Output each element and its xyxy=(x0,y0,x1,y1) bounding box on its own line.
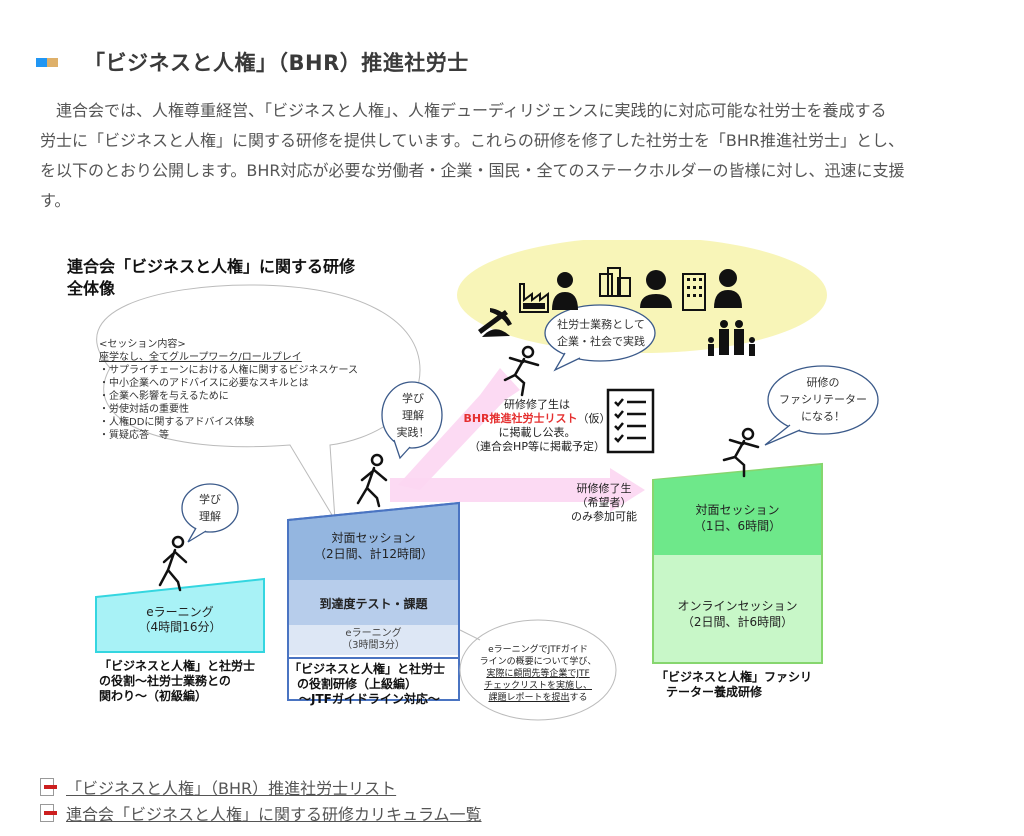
bubble-society xyxy=(544,304,656,372)
session-subheading: 座学なし、全てグループワーク/ロールプレイ xyxy=(99,352,302,363)
beginner-caption: 「ビジネスと人権」と社労士の役割～社労士業務との関わり～（初級編） xyxy=(99,659,256,703)
facilitator-session-text: 対面セッション（1日、6時間） xyxy=(693,503,782,533)
woman-icon xyxy=(714,269,742,308)
pdf-document-icon xyxy=(40,778,57,796)
mark-blue xyxy=(36,57,47,67)
headset-person-icon xyxy=(640,270,672,308)
beginner-box-text: eラーニング（4時間16分） xyxy=(138,605,222,634)
mark-gold xyxy=(47,57,58,67)
arrow-to-facilitator xyxy=(390,468,645,512)
bubble-society-text: 社労士業務として企業・社会で実践 xyxy=(557,318,645,348)
advanced-caption: 「ビジネスと人権」と社労士 の役割研修（上級編） ～JTFガイドライン対応～ xyxy=(289,662,446,706)
session-heading: <セッション内容> xyxy=(99,339,186,350)
arrow-to-society xyxy=(398,368,520,490)
pdf-document-icon xyxy=(40,804,57,822)
list-note-line: 研修修了生は xyxy=(504,398,570,411)
elearning-band-spacer xyxy=(289,655,458,699)
facilitator-session-band xyxy=(654,465,821,555)
join-note: 研修修了生（希望者）のみ参加可能 xyxy=(571,482,637,523)
list-note: 研修修了生は BHR推進社労士リスト（仮） に掲載し公表。 （連合会HP等に掲載… xyxy=(462,398,612,454)
factory-icon xyxy=(519,283,549,313)
facilitator-caption: 「ビジネスと人権」ファシリ テーター養成研修 xyxy=(656,670,813,699)
session-item: ・サプライチェーンにおける人権に関するビジネスケース xyxy=(99,365,358,376)
session-content: <セッション内容> 座学なし、全てグループワーク/ロールプレイ ・サプライチェー… xyxy=(99,338,358,442)
intro-line: を以下のとおり公開します。BHR対応が必要な労働者・企業・国民・全てのステークホ… xyxy=(40,161,905,180)
elearning-note-bubble xyxy=(459,619,617,721)
office-building-icon xyxy=(682,273,706,311)
pickaxe-icon xyxy=(478,308,512,337)
buildings-icon xyxy=(599,267,631,297)
beginner-box xyxy=(95,577,265,653)
intro-paragraph: 連合会では、人権尊重経営、「ビジネスと人権」、人権デューディリジェンスに実践的に… xyxy=(40,96,1024,216)
link-item: 「ビジネスと人権」（BHR）推進社労士リスト xyxy=(40,774,482,800)
runner-icon xyxy=(503,345,540,397)
bubble-learn xyxy=(181,483,239,543)
elearning-note: eラーニングでJTFガイド ラインの概要について学び、 実際に顧問先等企業でJT… xyxy=(479,645,597,703)
checklist-icon xyxy=(606,388,655,454)
advanced-elearning-text: eラーニング（3時間3分） xyxy=(342,628,405,651)
advanced-box-border xyxy=(287,501,460,659)
bubble-learn-text: 学び理解 xyxy=(199,493,221,523)
intro-line: す。 xyxy=(40,191,71,210)
family-icon xyxy=(708,320,755,356)
walker-icon xyxy=(356,453,388,508)
session-item: ・質疑応答 等 xyxy=(99,430,169,441)
runner-icon xyxy=(722,427,760,478)
training-overview-figure: 連合会「ビジネスと人権」に関する研修 全体像 <セッション内容> 座学なし、全て… xyxy=(0,240,1024,740)
section-heading: 「ビジネスと人権」（BHR）推進社労士 xyxy=(36,47,469,77)
list-note-line: に掲載し公表。 xyxy=(498,426,576,439)
bhr-list-link[interactable]: 「ビジネスと人権」（BHR）推進社労士リスト xyxy=(66,779,397,798)
list-note-suffix: （仮） xyxy=(577,412,611,425)
bubble-practice xyxy=(381,381,443,460)
intro-line: 労士に「ビジネスと人権」に関する研修を提供しています。これらの研修を修了した社労… xyxy=(40,131,905,150)
elearning-note-tail xyxy=(459,629,481,641)
heading-mark-icon xyxy=(36,57,58,67)
test-band xyxy=(289,580,458,625)
walker-icon xyxy=(158,535,188,592)
figure-title-line: 連合会「ビジネスと人権」に関する研修 xyxy=(67,257,356,276)
session-content-bubble xyxy=(96,284,421,521)
figure-title: 連合会「ビジネスと人権」に関する研修 全体像 xyxy=(67,256,355,300)
session-item: ・労使対話の重要性 xyxy=(99,404,189,415)
bubble-facilitator-text: 研修のファシリテーターになる！ xyxy=(779,376,867,423)
session-item: ・人権DDに関するアドバイス体験 xyxy=(99,417,255,428)
bubble-practice-text: 学び理解実践！ xyxy=(396,392,430,439)
session-item: ・企業へ影響を与えるために xyxy=(99,391,229,402)
session-item: ・中小企業へのアドバイスに必要なスキルとは xyxy=(99,378,309,389)
curriculum-list-link[interactable]: 連合会「ビジネスと人権」に関する研修カリキュラム一覧 xyxy=(66,805,482,824)
advanced-session-text: 対面セッション（2日間、計12時間） xyxy=(314,531,433,561)
elearning-band-top xyxy=(289,625,458,655)
facilitator-online-text: オンラインセッション（2日間、計6時間） xyxy=(677,599,798,629)
bhr-list-highlight: BHR推進社労士リスト xyxy=(463,412,578,425)
document-links: 「ビジネスと人権」（BHR）推進社労士リスト 連合会「ビジネスと人権」に関する研… xyxy=(40,774,482,826)
link-item: 連合会「ビジネスと人権」に関する研修カリキュラム一覧 xyxy=(40,800,482,826)
intro-line: 連合会では、人権尊重経営、「ビジネスと人権」、人権デューディリジェンスに実践的に… xyxy=(40,101,887,120)
worker-woman-icon xyxy=(552,272,578,310)
section-title: 「ビジネスと人権」（BHR）推進社労士 xyxy=(84,51,469,75)
advanced-test-text: 到達度テスト・課題 xyxy=(319,597,428,611)
figure-title-line: 全体像 xyxy=(67,279,116,298)
list-note-line: （連合会HP等に掲載予定） xyxy=(469,440,605,453)
bubble-facilitator xyxy=(764,365,879,446)
figure-graphics xyxy=(95,240,879,721)
